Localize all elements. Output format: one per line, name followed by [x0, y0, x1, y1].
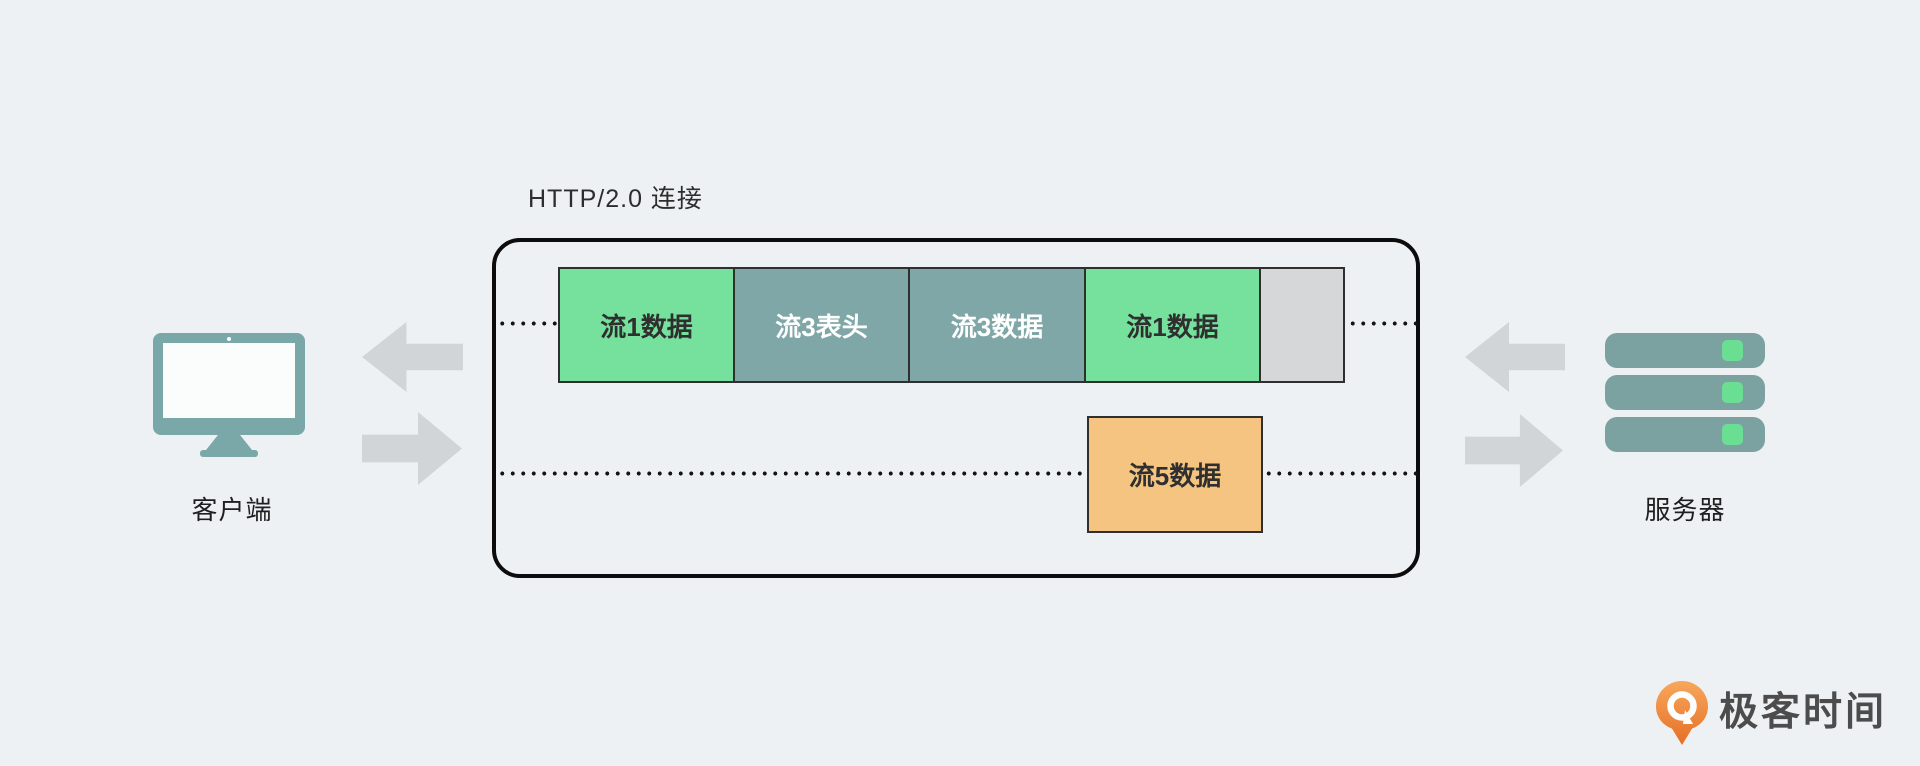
client-monitor-icon — [153, 333, 305, 457]
client-side-arrow-right-icon — [362, 412, 462, 485]
frame-empty — [1259, 267, 1345, 383]
geektime-logo-text: 极客时间 — [1719, 691, 1888, 734]
client-side-arrow-left-icon — [362, 322, 463, 392]
monitor-screen — [163, 343, 295, 418]
frame-stream1-data-2: 流1数据 — [1084, 267, 1261, 383]
connection-box — [492, 238, 1420, 578]
frames-row: 流1数据 流3表头 流3数据 流1数据 — [558, 267, 1345, 383]
stream-line-2 — [497, 471, 1423, 476]
server-led-icon — [1722, 382, 1743, 403]
frame-stream3-header: 流3表头 — [733, 267, 910, 383]
geektime-logo: 极客时间 — [1655, 680, 1887, 746]
server-bar — [1605, 333, 1765, 368]
server-bar — [1605, 417, 1765, 452]
server-side-arrow-left-icon — [1465, 322, 1565, 392]
frame-stream1-data: 流1数据 — [558, 267, 735, 383]
server-led-icon — [1722, 424, 1743, 445]
connection-title: HTTP/2.0 连接 — [528, 185, 703, 213]
server-led-icon — [1722, 340, 1743, 361]
frame-stream5-data: 流5数据 — [1087, 416, 1263, 533]
server-side-arrow-right-icon — [1465, 414, 1563, 487]
server-rack-icon — [1605, 333, 1765, 459]
client-label: 客户端 — [191, 495, 273, 525]
server-label: 服务器 — [1644, 495, 1726, 525]
geektime-logo-icon — [1656, 681, 1708, 745]
frame-stream3-data: 流3数据 — [908, 267, 1086, 383]
monitor-camera-dot — [227, 337, 231, 341]
server-bar — [1605, 375, 1765, 410]
